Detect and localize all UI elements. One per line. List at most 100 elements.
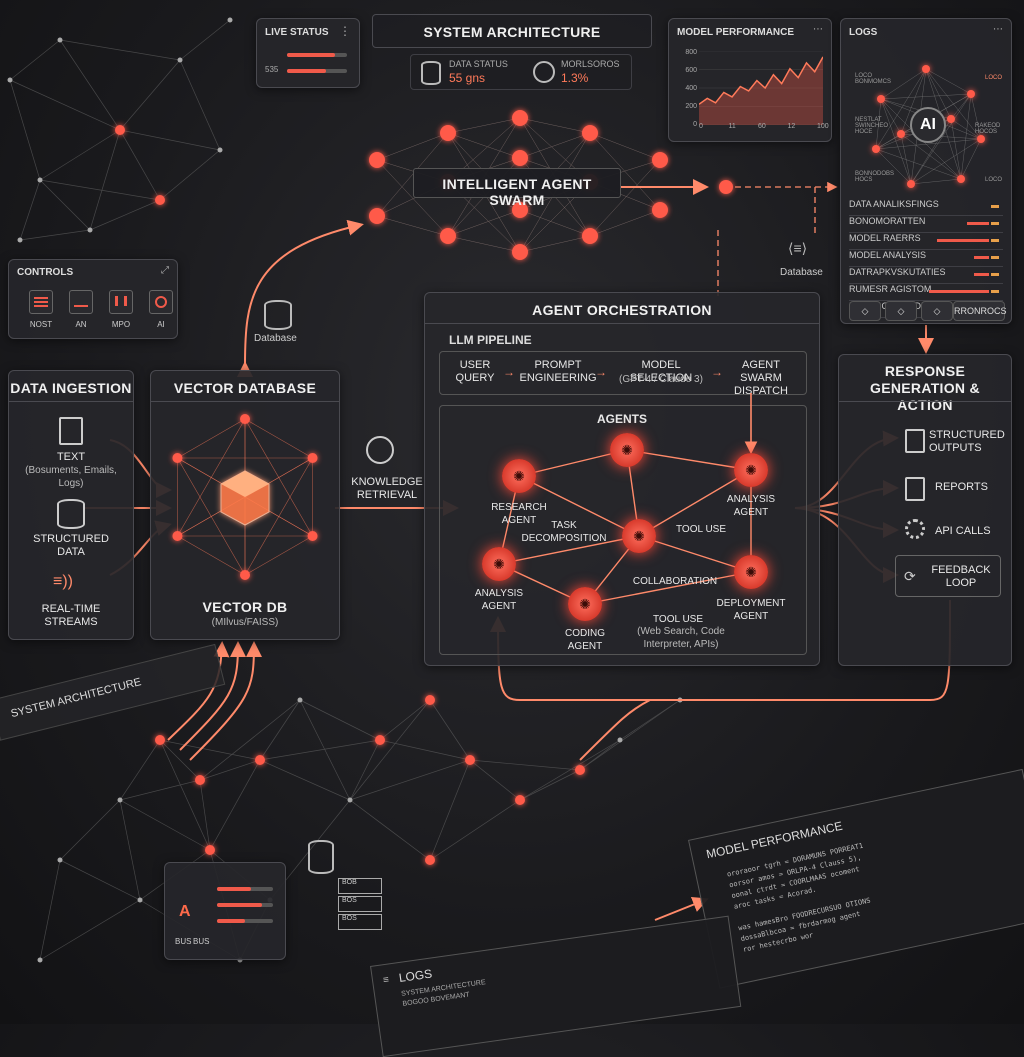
log-net-edge xyxy=(875,148,912,185)
log-net-edge xyxy=(925,68,972,95)
bg-node xyxy=(375,735,385,745)
step-model-selection: MODEL SELECTION xyxy=(629,359,693,384)
control-btn-nost[interactable] xyxy=(29,290,53,314)
bg-edge xyxy=(259,759,351,801)
log-net-edge xyxy=(900,133,962,180)
response-item-3: FEEDBACK LOOP xyxy=(931,564,991,589)
bg-node xyxy=(205,845,215,855)
data-ingestion-title: DATA INGESTION xyxy=(10,380,132,396)
log-net-edge xyxy=(925,68,952,120)
agent-center[interactable]: ✺ xyxy=(622,519,656,553)
log-net-edge xyxy=(950,118,962,180)
arrow-icon: → xyxy=(595,365,607,379)
log-net-node xyxy=(967,90,975,98)
database-label-top: Database xyxy=(254,333,297,344)
agent-top[interactable]: ✺ xyxy=(610,433,644,467)
step-user-query: USER QUERY xyxy=(455,359,495,384)
bg-node xyxy=(7,77,13,83)
log-row-bar xyxy=(966,222,989,225)
control-btn-an[interactable] xyxy=(69,290,93,314)
vector-db-label: VECTOR DB xyxy=(202,599,288,615)
database-icon xyxy=(264,300,292,330)
analysis-agent-right-label: ANALYSIS AGENT xyxy=(726,494,776,518)
orchestration-title: AGENT ORCHESTRATION xyxy=(532,302,712,318)
control-btn-mpo[interactable] xyxy=(109,290,133,314)
vector-db-title: VECTOR DATABASE xyxy=(173,380,317,396)
bg-node xyxy=(575,765,585,775)
bg-node xyxy=(217,147,223,153)
y-tick: 200 xyxy=(685,103,697,110)
database-label-right: Database xyxy=(780,267,823,278)
log-button[interactable]: ◇ xyxy=(885,301,917,321)
brain-icon: ✺ xyxy=(745,563,757,580)
bg-node xyxy=(155,735,165,745)
bg-edge xyxy=(619,699,681,741)
tag-3: RAKEOD HOCOS xyxy=(975,123,1001,135)
more-icon[interactable]: ⋯ xyxy=(993,24,1003,35)
log-row: DATA ANALIKSFINGS xyxy=(849,199,1003,216)
bg-edge xyxy=(159,739,201,781)
knowledge-retrieval-label: KNOWLEDGE RETRIEVAL xyxy=(351,476,423,501)
log-row-marker xyxy=(991,222,999,225)
tag-4: BONNODOBS HOCS xyxy=(855,171,895,183)
bg-edge xyxy=(9,79,41,181)
feedback-loop-box[interactable]: ⟳ FEEDBACK LOOP xyxy=(895,555,1001,597)
controls-title: CONTROLS xyxy=(17,267,74,278)
more-icon[interactable]: ⋯ xyxy=(813,24,823,35)
stat1-label: DATA STATUS xyxy=(449,59,508,69)
expand-icon[interactable]: ⤢ xyxy=(161,265,169,276)
bg-node xyxy=(425,855,435,865)
ingest-text-sub: (Bosuments, Emails, Logs) xyxy=(25,465,117,489)
bg-edge xyxy=(119,799,141,901)
log-row: MODEL ANALYSIS xyxy=(849,250,1003,267)
agent-coding[interactable]: ✺ xyxy=(568,587,602,621)
brain-icon: ✺ xyxy=(579,595,591,612)
model-performance-title: MODEL PERFORMANCE xyxy=(677,27,795,38)
bg-node xyxy=(227,17,233,23)
agent-analysis-right[interactable]: ✺ xyxy=(734,453,768,487)
bg-edge xyxy=(209,759,261,851)
brain-icon: ✺ xyxy=(513,467,525,484)
log-button[interactable]: ◇ xyxy=(921,301,953,321)
live-status-title: LIVE STATUS xyxy=(265,27,329,38)
menu-icon[interactable]: ⋮ xyxy=(339,24,351,38)
log-button[interactable]: ◇ xyxy=(849,301,881,321)
log-button[interactable]: RRONROCS xyxy=(953,301,1007,321)
perf-area xyxy=(699,56,823,125)
log-row-marker xyxy=(991,290,999,293)
bg-node xyxy=(297,697,303,703)
server-label-0: BOB xyxy=(338,878,382,894)
vdb-node xyxy=(307,453,318,463)
log-row-bar xyxy=(974,273,989,276)
agent-research[interactable]: ✺ xyxy=(502,459,536,493)
bg-edge xyxy=(579,699,681,771)
bg-edge xyxy=(349,799,431,861)
swarm-title: INTELLIGENT AGENT SWARM xyxy=(442,176,592,208)
vector-db-graphic xyxy=(172,414,318,580)
database-icon xyxy=(57,499,85,529)
bg-edge xyxy=(159,149,221,201)
perf-chart xyxy=(699,51,823,125)
step-prompt-engineering: PROMPT ENGINEERING xyxy=(519,359,597,384)
agents-box xyxy=(439,405,807,655)
tag-0: LOCO BONMOMCS xyxy=(855,73,891,85)
ingest-structured-label: STRUCTURED DATA xyxy=(33,533,109,558)
logs-panel: LOGS ⋯ AI LOCO BONMOMCS LOCO NESTLAT SWI… xyxy=(840,18,1012,324)
log-net-node xyxy=(897,130,905,138)
bg-edge xyxy=(39,129,121,181)
globe-search-icon xyxy=(366,436,394,464)
ingest-text-label: TEXT xyxy=(56,451,86,463)
agent-analysis-left[interactable]: ✺ xyxy=(482,547,516,581)
bg-edge xyxy=(519,739,621,801)
bg-edge xyxy=(199,779,211,851)
log-net-node xyxy=(977,135,985,143)
database-icon xyxy=(421,61,441,85)
bg-node xyxy=(87,227,93,233)
stat2-label: MORLSOROS xyxy=(561,59,620,69)
agent-deployment[interactable]: ✺ xyxy=(734,555,768,589)
bg-node xyxy=(37,177,43,183)
document-icon xyxy=(59,417,83,445)
control-btn-ai[interactable] xyxy=(149,290,173,314)
log-net-edge xyxy=(910,178,962,185)
log-net-edge xyxy=(875,133,902,150)
